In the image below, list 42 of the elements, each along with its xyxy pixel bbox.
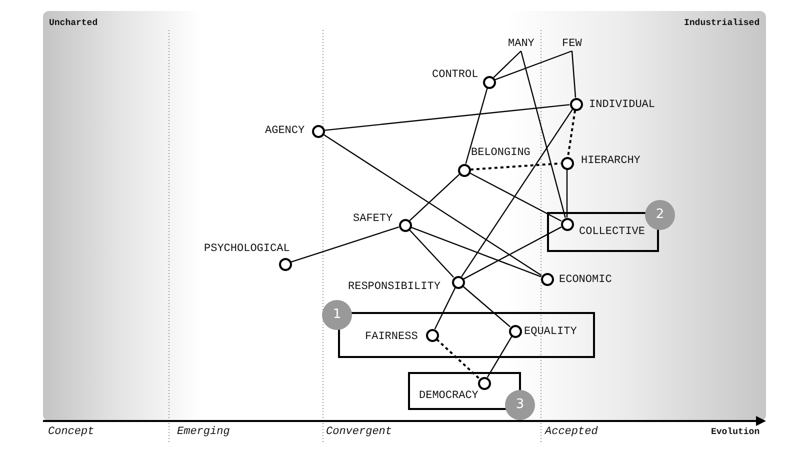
connector-line (324, 104, 570, 131)
component-label: EQUALITY (524, 325, 577, 339)
connector-line (571, 50, 576, 98)
component-label: INDIVIDUAL (589, 98, 656, 112)
stage-label: Convergent (326, 425, 392, 439)
connector-line (410, 226, 542, 278)
connector-line (494, 50, 572, 80)
component-label: HIERARCHY (581, 154, 640, 168)
connector-line (520, 50, 566, 218)
connector-line (469, 172, 562, 222)
component-label: PSYCHOLOGICAL (204, 242, 290, 256)
connector-line (462, 286, 510, 328)
component-label: FEW (562, 37, 582, 51)
component-label: DEMOCRACY (419, 389, 478, 403)
connector-line (567, 110, 576, 157)
connector-line (463, 226, 562, 280)
component-label: MANY (508, 37, 534, 51)
connector-line (493, 50, 522, 78)
component-label: RESPONSIBILITY (348, 280, 440, 294)
component-label: CONTROL (432, 68, 478, 82)
zone-label: Industrialised (684, 17, 760, 30)
connector-line (323, 134, 542, 276)
component-label: BELONGING (471, 146, 530, 160)
component-label: ECONOMIC (559, 273, 612, 287)
connector-line (566, 170, 568, 218)
component-label: COLLECTIVE (579, 225, 646, 239)
zone-label: Uncharted (49, 17, 98, 30)
component-label: SAFETY (353, 212, 393, 226)
connector-line (486, 336, 512, 378)
component-label: AGENCY (265, 124, 305, 138)
connector-line (436, 338, 480, 380)
stage-label: Concept (48, 425, 94, 439)
connector-line (409, 174, 460, 221)
connector-line (291, 226, 399, 263)
stage-label: Accepted (545, 425, 598, 439)
connector-line (408, 229, 454, 278)
connector-line (465, 88, 488, 164)
connector-line (461, 109, 573, 277)
connector-line (434, 288, 456, 330)
axis-title: Evolution (711, 426, 760, 439)
component-label: FAIRNESS (365, 330, 418, 344)
stage-label: Emerging (177, 425, 230, 439)
